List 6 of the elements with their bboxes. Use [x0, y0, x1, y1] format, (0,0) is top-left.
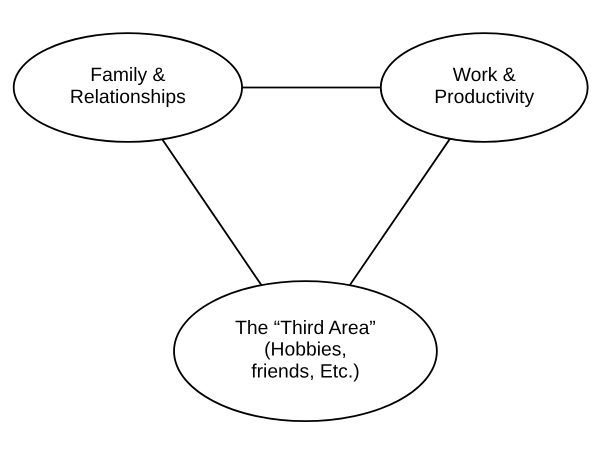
connector	[162, 138, 262, 285]
connector	[242, 86, 381, 88]
node-ellipse: Family & Relationships	[12, 32, 243, 142]
node-ellipse: The “Third Area” (Hobbies, friends, Etc.)	[173, 280, 438, 422]
node-ellipse: Work & Productivity	[380, 32, 589, 142]
connector	[349, 138, 450, 285]
